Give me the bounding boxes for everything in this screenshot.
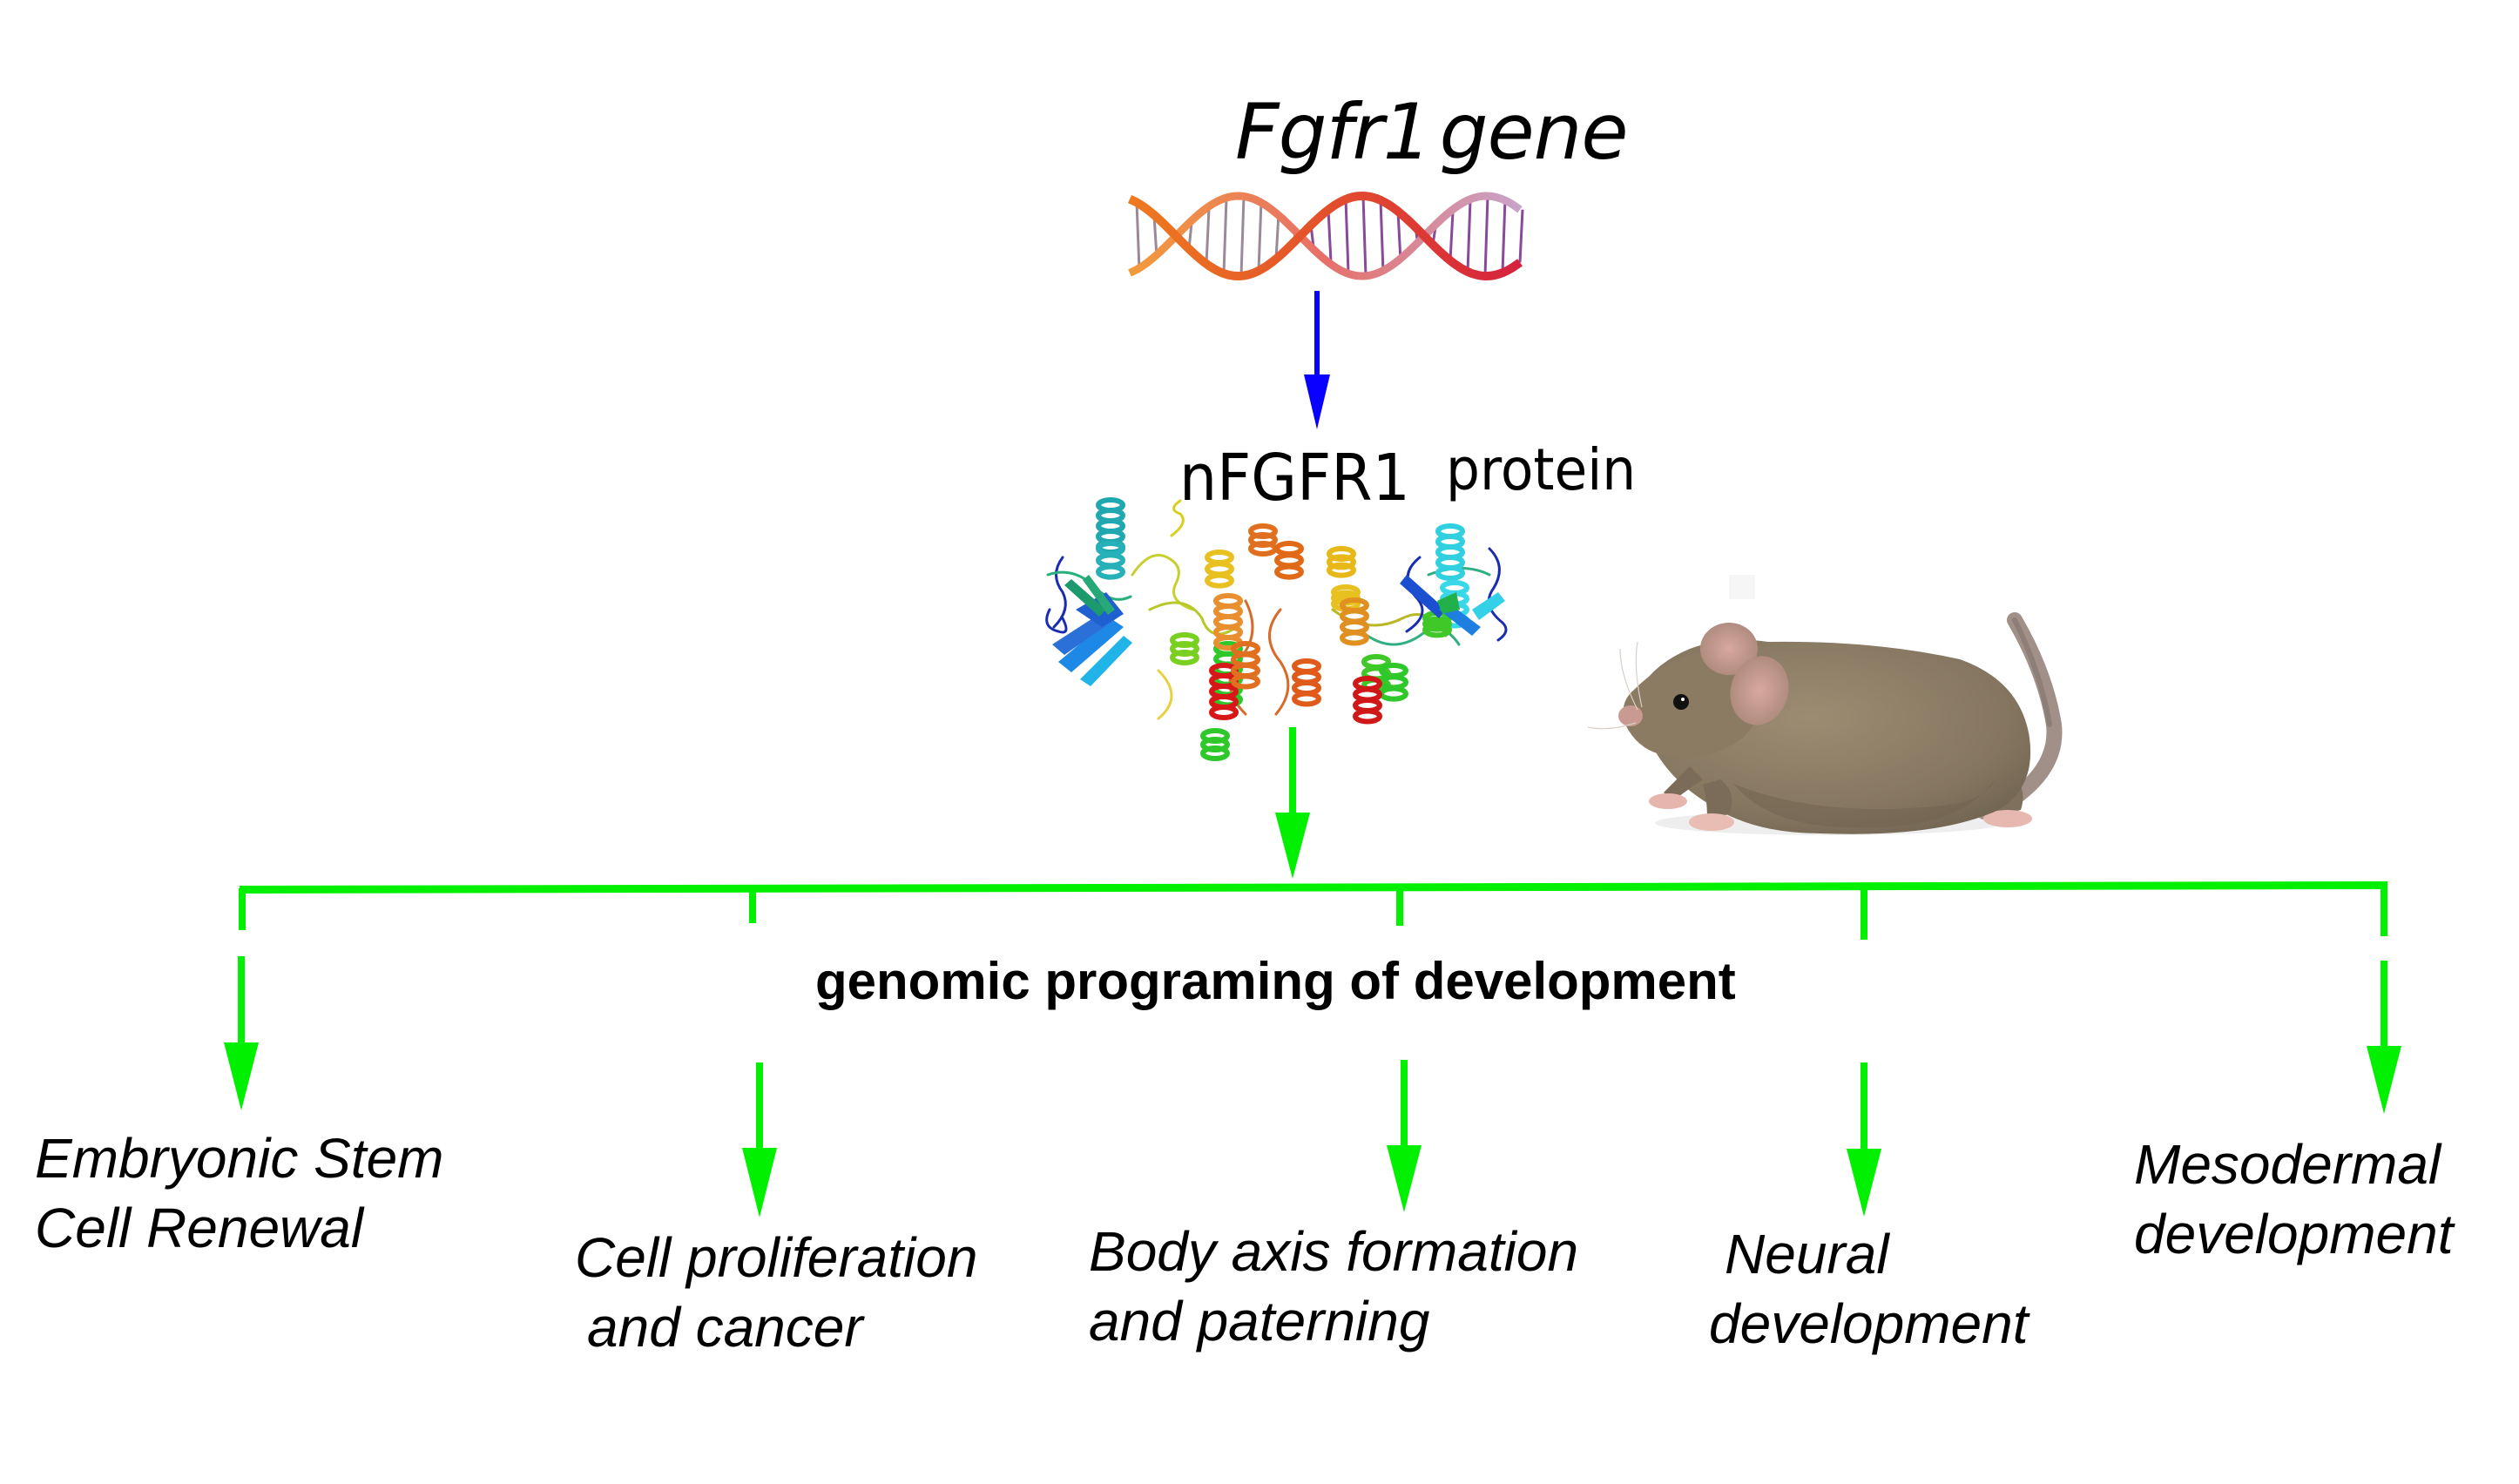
- transcription-arrow: [1304, 291, 1330, 429]
- protein-helix-turn: [1205, 572, 1234, 589]
- outcome-arrow-shaft: [756, 1062, 763, 1150]
- dna-base-pair: [1205, 207, 1211, 265]
- dna-base-pair: [1396, 211, 1402, 261]
- protein-helix-turn: [1205, 550, 1234, 565]
- branch-stub: [2381, 888, 2387, 936]
- dna-base-pair: [1222, 198, 1228, 274]
- outcome-arrow-head: [742, 1148, 777, 1218]
- dna-base-pair: [1361, 195, 1368, 277]
- outcome-body-axis-formation: Body axis formation and paterning: [1089, 1217, 1578, 1356]
- dna-base-pair: [1135, 202, 1141, 270]
- protein-helix-turn: [1096, 563, 1125, 580]
- outcome-neural-development: Neural development: [1709, 1219, 2028, 1359]
- dna-base-pair: [1274, 212, 1280, 260]
- dna-base-pair: [1518, 209, 1524, 263]
- protein-name: nFGFR1: [1179, 441, 1410, 516]
- outcome-line: development: [1709, 1292, 2029, 1355]
- protein-helix-turn: [1096, 552, 1125, 569]
- outcome-line: Embryonic Stem: [35, 1127, 444, 1190]
- protein-helix-turn: [1379, 685, 1408, 702]
- outcome-arrow-shaft: [2381, 961, 2387, 1048]
- outcome-line: and cancer: [587, 1296, 863, 1359]
- outcome-arrow-shaft: [238, 956, 245, 1044]
- protein-helix-turn: [1422, 616, 1452, 632]
- protein-helix-turn: [1422, 622, 1452, 638]
- dna-strand: [1127, 191, 1523, 281]
- branch-stub: [239, 888, 246, 930]
- outcome-arrow-shaft: [1861, 1062, 1867, 1150]
- branch-stub: [749, 888, 756, 923]
- outcome-line: Cell Renewal: [35, 1197, 364, 1259]
- outcome-arrow-head: [1847, 1149, 1881, 1217]
- outcome-mesodermal-development: Mesodermal development: [2134, 1130, 2453, 1269]
- outcome-line: Mesodermal: [2134, 1133, 2441, 1196]
- gene-suffix: gene: [1439, 87, 1629, 177]
- dna-base-pair: [1344, 199, 1350, 273]
- protein-helix-turn: [1353, 708, 1382, 725]
- mouse-image: [1587, 575, 2063, 835]
- protein-helix-turn: [1248, 541, 1278, 556]
- branch-stub: [1396, 888, 1403, 926]
- dna-base-pair: [1327, 209, 1333, 263]
- process-title: genomic programing of development: [815, 952, 1736, 1010]
- dna-base-pair: [1501, 199, 1507, 273]
- main-arrow-shaft: [1289, 727, 1296, 819]
- dna-base-pair: [1379, 199, 1385, 273]
- protein-helix-turn: [1209, 705, 1239, 720]
- outcome-cell-proliferation-cancer: Cell proliferation and cancer: [575, 1223, 977, 1362]
- outcome-arrow-head: [224, 1042, 259, 1110]
- main-arrow-head: [1275, 813, 1310, 879]
- pathway-arrows: [224, 727, 2401, 1218]
- outcome-line: Cell proliferation: [575, 1226, 978, 1289]
- dna-base-pair: [1483, 195, 1489, 277]
- protein-helix-turn: [1200, 745, 1230, 761]
- gene-name: Fgfr1: [1235, 87, 1432, 177]
- outcome-line: Body axis formation: [1089, 1220, 1579, 1283]
- protein-suffix: protein: [1446, 436, 1637, 503]
- protein-helix-turn: [1170, 650, 1199, 665]
- outcome-line: Neural: [1725, 1223, 1889, 1285]
- branch-bar: [240, 881, 2387, 894]
- dna-helix-icon: [1127, 191, 1524, 281]
- protein-helix-turn: [1340, 630, 1369, 646]
- dna-base-pair: [1449, 211, 1455, 261]
- protein-helix-turn: [1274, 552, 1304, 569]
- protein-structure-icon: [1045, 497, 1508, 761]
- outcome-arrow-head: [1387, 1145, 1422, 1212]
- dna-base-pair: [1239, 196, 1246, 276]
- outcome-line: development: [2134, 1203, 2454, 1265]
- outcome-arrow-shaft: [1401, 1060, 1408, 1147]
- protein-helix-turn: [1274, 563, 1304, 580]
- protein-helix-turn: [1435, 565, 1465, 581]
- outcome-embryonic-stem-cell-renewal: Embryonic Stem Cell Renewal: [35, 1123, 443, 1263]
- protein-helix-turn: [1205, 561, 1234, 577]
- dna-base-pair: [1466, 199, 1472, 273]
- outcome-arrow-head: [2367, 1046, 2401, 1114]
- dna-strand: [1128, 192, 1523, 280]
- protein-helix-turn: [1231, 673, 1260, 690]
- protein-helix-turn: [1292, 691, 1321, 707]
- dna-base-pair: [1257, 201, 1263, 271]
- protein-helix-turn: [1274, 541, 1304, 556]
- protein-helix-turn: [1327, 562, 1356, 578]
- branch-stub: [1861, 888, 1867, 940]
- outcome-line: and paterning: [1089, 1290, 1430, 1352]
